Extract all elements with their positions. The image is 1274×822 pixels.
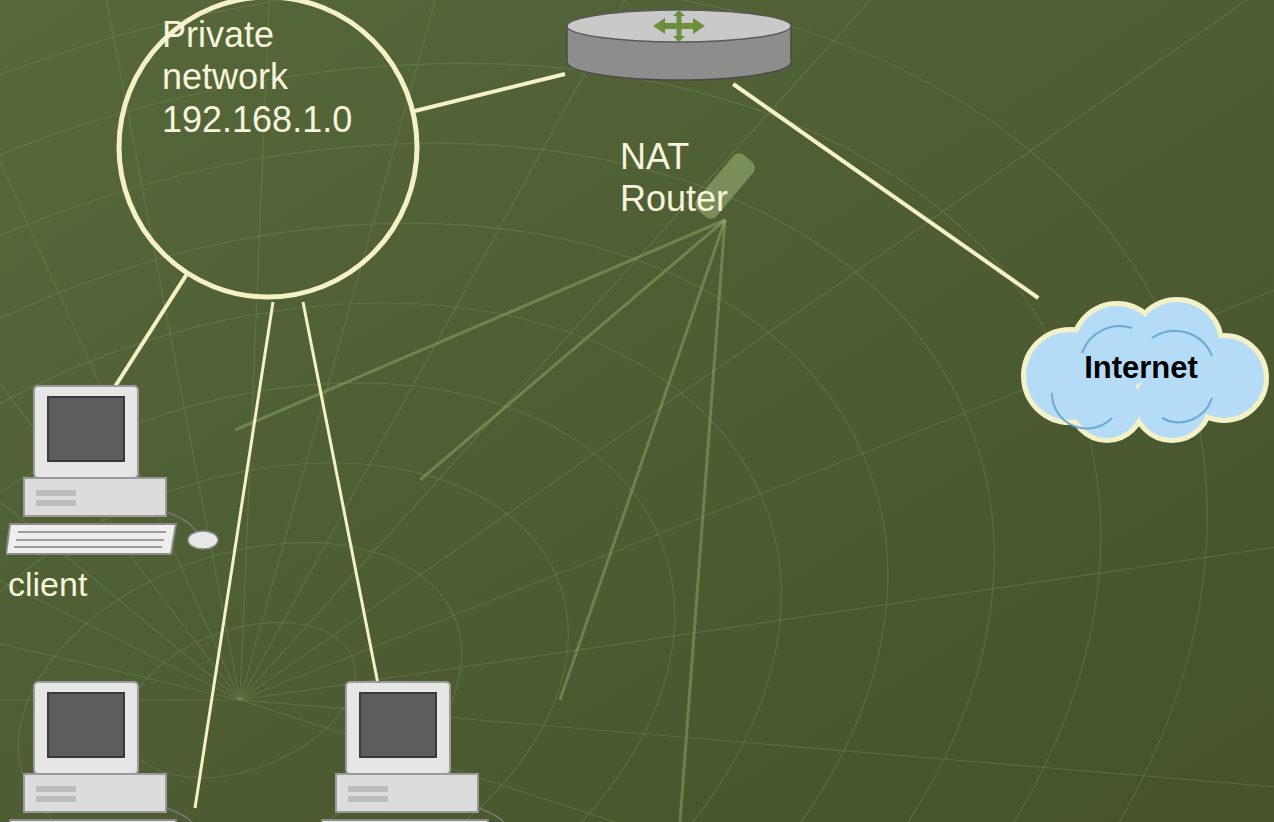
computer-icon: [318, 682, 530, 822]
satellite-beams: [235, 220, 725, 822]
computer-icon: [6, 386, 218, 554]
network-link: [733, 84, 1038, 298]
node-label: NAT Router: [620, 136, 780, 221]
network-node: Private network 192.168.1.0: [116, 0, 420, 300]
network-circle: [119, 0, 417, 297]
computer-node: client: [6, 384, 221, 606]
router-node: NAT Router: [565, 8, 793, 218]
network-link: [415, 74, 565, 111]
node-label: Internet: [1012, 350, 1270, 387]
router-icon: [567, 10, 791, 80]
network-link: [115, 275, 186, 386]
computer-icon: [6, 682, 218, 822]
cloud-node: Internet: [1012, 298, 1270, 442]
node-label: Private network 192.168.1.0: [162, 14, 377, 141]
node-label: client: [8, 564, 188, 604]
